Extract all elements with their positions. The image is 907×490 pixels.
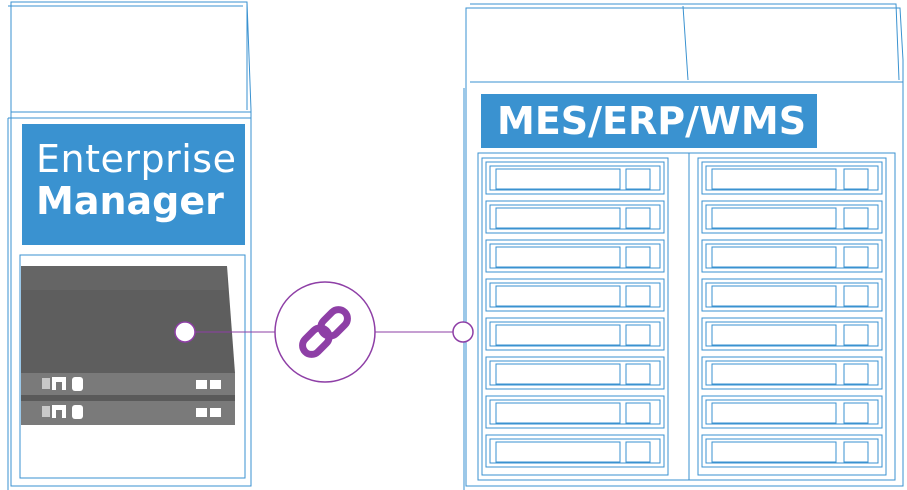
port-icons xyxy=(42,377,221,419)
right-rack-unit xyxy=(701,239,883,273)
right-rack-unit xyxy=(701,200,883,234)
left-rack-unit xyxy=(485,317,665,351)
rack-units-left xyxy=(485,161,665,468)
mes-cabinet xyxy=(463,3,904,490)
connection-line xyxy=(174,281,474,383)
right-rack-unit xyxy=(701,317,883,351)
right-rack-unit xyxy=(701,161,883,195)
left-rack-unit xyxy=(485,356,665,390)
left-rack-unit xyxy=(485,161,665,195)
left-rack-unit xyxy=(485,239,665,273)
enterprise-manager-label-line1: Enterprise xyxy=(36,137,237,181)
server-appliance xyxy=(21,266,235,425)
left-rack-unit xyxy=(485,434,665,468)
right-connector-node xyxy=(452,321,474,343)
enterprise-manager-cabinet xyxy=(7,1,252,490)
right-rack-unit xyxy=(701,434,883,468)
mes-erp-wms-label: MES/ERP/WMS xyxy=(481,94,817,148)
left-rack-unit xyxy=(485,200,665,234)
left-rack-unit xyxy=(485,395,665,429)
right-rack-unit xyxy=(701,356,883,390)
left-connector-node xyxy=(174,321,196,343)
chain-link-icon xyxy=(299,306,351,358)
right-rack-unit xyxy=(701,395,883,429)
left-rack-unit xyxy=(485,278,665,312)
enterprise-manager-label: Enterprise Manager xyxy=(22,124,245,245)
rack-units-right xyxy=(701,161,883,468)
enterprise-manager-label-line2: Manager xyxy=(36,179,224,223)
right-rack-unit xyxy=(701,278,883,312)
